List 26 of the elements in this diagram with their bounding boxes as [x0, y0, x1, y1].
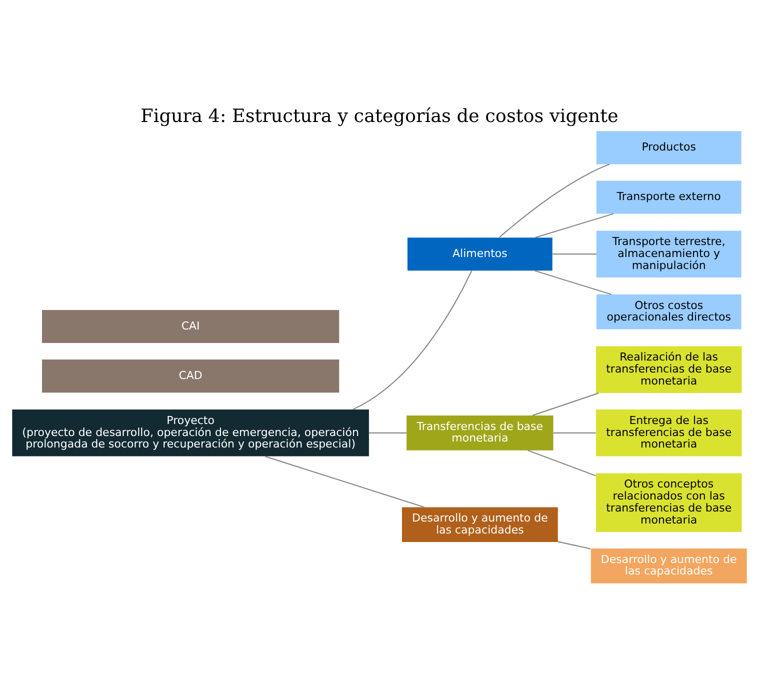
node-box: Transporte terrestre, almacenamiento y manipulación	[596, 230, 742, 277]
node-box: Transferencias de base monetaria	[406, 415, 554, 450]
node-box: Entrega de las transferencias de base monetaria	[596, 409, 742, 456]
connector	[558, 540, 591, 549]
connector	[535, 212, 614, 238]
connector	[369, 432, 406, 433]
connector	[352, 270, 472, 410]
connector	[532, 392, 599, 416]
connector	[534, 270, 612, 294]
diagram-title: Figura 4: Estructura y categorías de costos vigente	[140, 106, 618, 127]
node-box: CAI	[42, 310, 340, 343]
node-box: Otros conceptos relacionados con las transferencias de base monetaria	[596, 472, 742, 532]
node-box: Alimentos	[407, 237, 552, 270]
connector	[265, 455, 424, 508]
connector	[528, 449, 596, 476]
node-box: CAD	[42, 359, 340, 392]
connector	[499, 163, 610, 238]
node-box: Desarrollo y aumento de las capacidades	[590, 548, 747, 583]
node-box: Desarrollo y aumento de las capacidades	[402, 506, 558, 542]
node-box: Otros costos operacionales directos	[596, 294, 742, 329]
node-box: Transporte externo	[596, 180, 742, 214]
connector	[553, 432, 596, 433]
node-box: Productos	[596, 130, 742, 164]
node-box: Realización de las transferencias de base monetaria	[596, 346, 742, 393]
connector	[552, 253, 596, 254]
node-box: Proyecto (proyecto de desarrollo, operación de emergencia, operación prolongada de socorro y recuperación y operación especial)	[12, 409, 369, 456]
